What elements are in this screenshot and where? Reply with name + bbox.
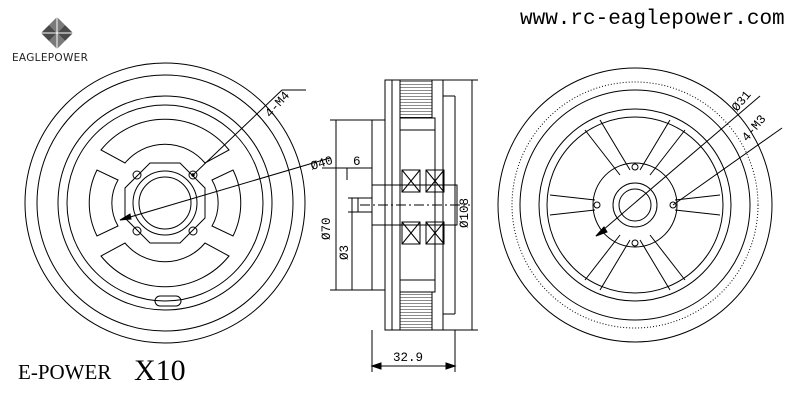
rear-bolt-hole bbox=[631, 163, 639, 171]
front-bolt-circle-label: Ø40 bbox=[309, 154, 335, 174]
brand-name: EAGLEPOWER bbox=[12, 52, 89, 64]
front-bolt-hole bbox=[188, 170, 198, 180]
rear-bolt-hole bbox=[669, 201, 677, 209]
front-bolt-hole bbox=[132, 226, 142, 236]
eaglepower-logo-icon bbox=[41, 17, 73, 49]
rear-view bbox=[497, 67, 783, 343]
bearing bbox=[425, 169, 445, 193]
bearing bbox=[425, 221, 445, 245]
front-hub bbox=[132, 170, 198, 236]
motor-diameter-label: Ø108 bbox=[458, 198, 472, 228]
front-bolt-hole bbox=[132, 170, 142, 180]
rear-bolt-hole bbox=[593, 201, 601, 209]
side-view bbox=[322, 79, 478, 372]
front-outer-rim bbox=[24, 62, 306, 344]
rear-bolt-circle-label: Ø31 bbox=[729, 88, 754, 114]
front-view bbox=[24, 62, 331, 344]
rear-outer-rim bbox=[497, 67, 773, 343]
front-bolt-hole bbox=[188, 226, 198, 236]
shaft-step-label: 6 bbox=[353, 155, 361, 169]
bearing bbox=[401, 169, 421, 193]
body-length-label: 32.9 bbox=[393, 351, 423, 365]
model-prefix: E-POWER bbox=[18, 360, 112, 384]
bearing bbox=[401, 221, 421, 245]
dimension-labels: 4-M4 Ø40 6 Ø70 Ø3 Ø108 32.9 Ø31 4-M3 bbox=[263, 88, 770, 365]
shaft-diameter-label: Ø3 bbox=[338, 245, 352, 260]
rear-hub bbox=[592, 162, 678, 248]
front-bolt-pattern-label: 4-M4 bbox=[263, 89, 293, 121]
mount-diameter-label: Ø70 bbox=[320, 217, 334, 240]
rear-bolt-hole bbox=[631, 239, 639, 247]
model-name: X10 bbox=[134, 354, 186, 387]
website-url[interactable]: www.rc-eaglepower.com bbox=[520, 8, 785, 31]
